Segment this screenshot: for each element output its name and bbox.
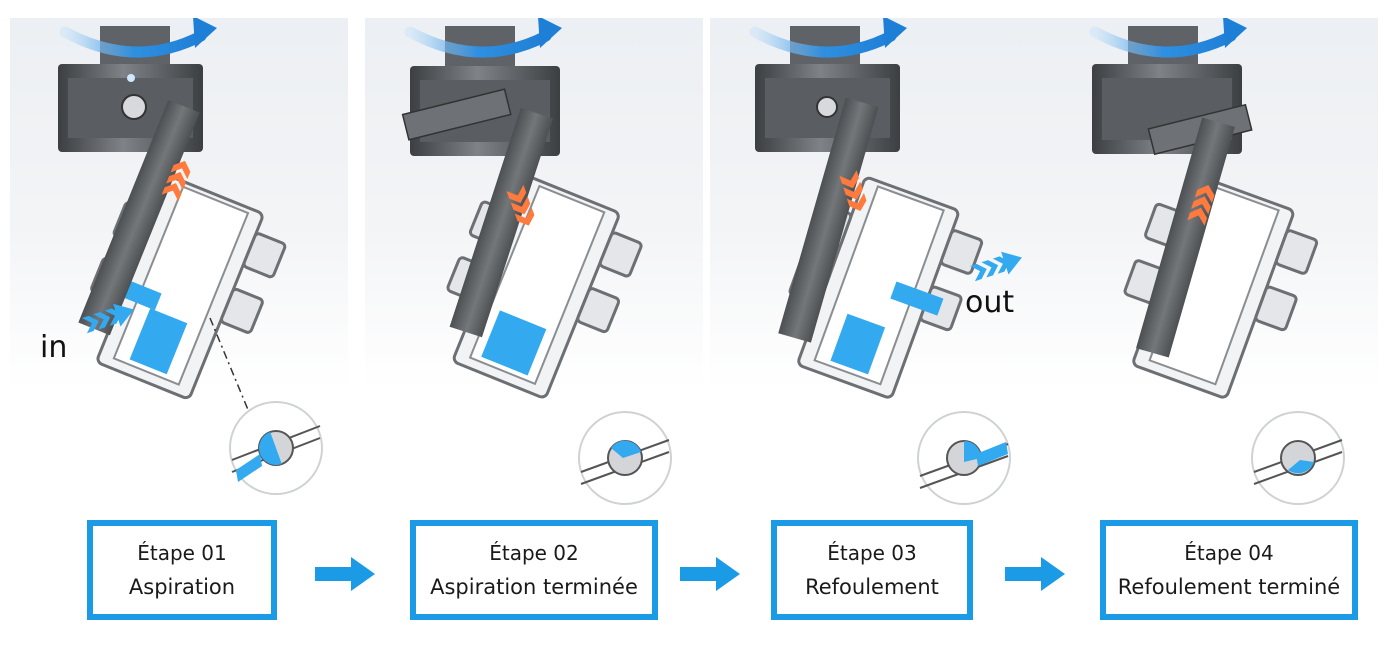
step-4-box: Étape 04 Refoulement terminé bbox=[1100, 520, 1358, 620]
valve-detail-magnifier bbox=[578, 411, 672, 505]
step-3-number: Étape 03 bbox=[827, 541, 917, 565]
step-1-box: Étape 01 Aspiration bbox=[87, 520, 277, 620]
stage-2-illustration bbox=[401, 18, 672, 505]
valve-detail-magnifier bbox=[917, 411, 1011, 505]
right-arrow-icon bbox=[1005, 557, 1065, 591]
step-2-title: Aspiration terminée bbox=[430, 575, 638, 599]
valve-detail-magnifier bbox=[1251, 411, 1345, 505]
step-3-title: Refoulement bbox=[805, 575, 939, 599]
step-4-number: Étape 04 bbox=[1184, 541, 1274, 565]
step-2-number: Étape 02 bbox=[489, 541, 579, 565]
right-arrow-icon bbox=[315, 557, 375, 591]
stage-3-illustration bbox=[710, 18, 1022, 505]
step-1-title: Aspiration bbox=[128, 575, 236, 599]
step-2-box: Étape 02 Aspiration terminée bbox=[410, 520, 658, 620]
outlet-flow-arrow-icon bbox=[970, 251, 1022, 282]
stage-1-illustration bbox=[58, 18, 323, 495]
valve-detail-magnifier bbox=[229, 401, 323, 495]
outlet-label: out bbox=[965, 285, 1015, 320]
inlet-label: in bbox=[40, 330, 68, 365]
step-4-title: Refoulement terminé bbox=[1117, 575, 1341, 599]
stage-4-illustration bbox=[1040, 18, 1345, 505]
step-1-number: Étape 01 bbox=[137, 541, 227, 565]
step-3-box: Étape 03 Refoulement bbox=[771, 520, 973, 620]
inlet-flow-arrow-icon bbox=[82, 303, 134, 334]
right-arrow-icon bbox=[680, 557, 740, 591]
